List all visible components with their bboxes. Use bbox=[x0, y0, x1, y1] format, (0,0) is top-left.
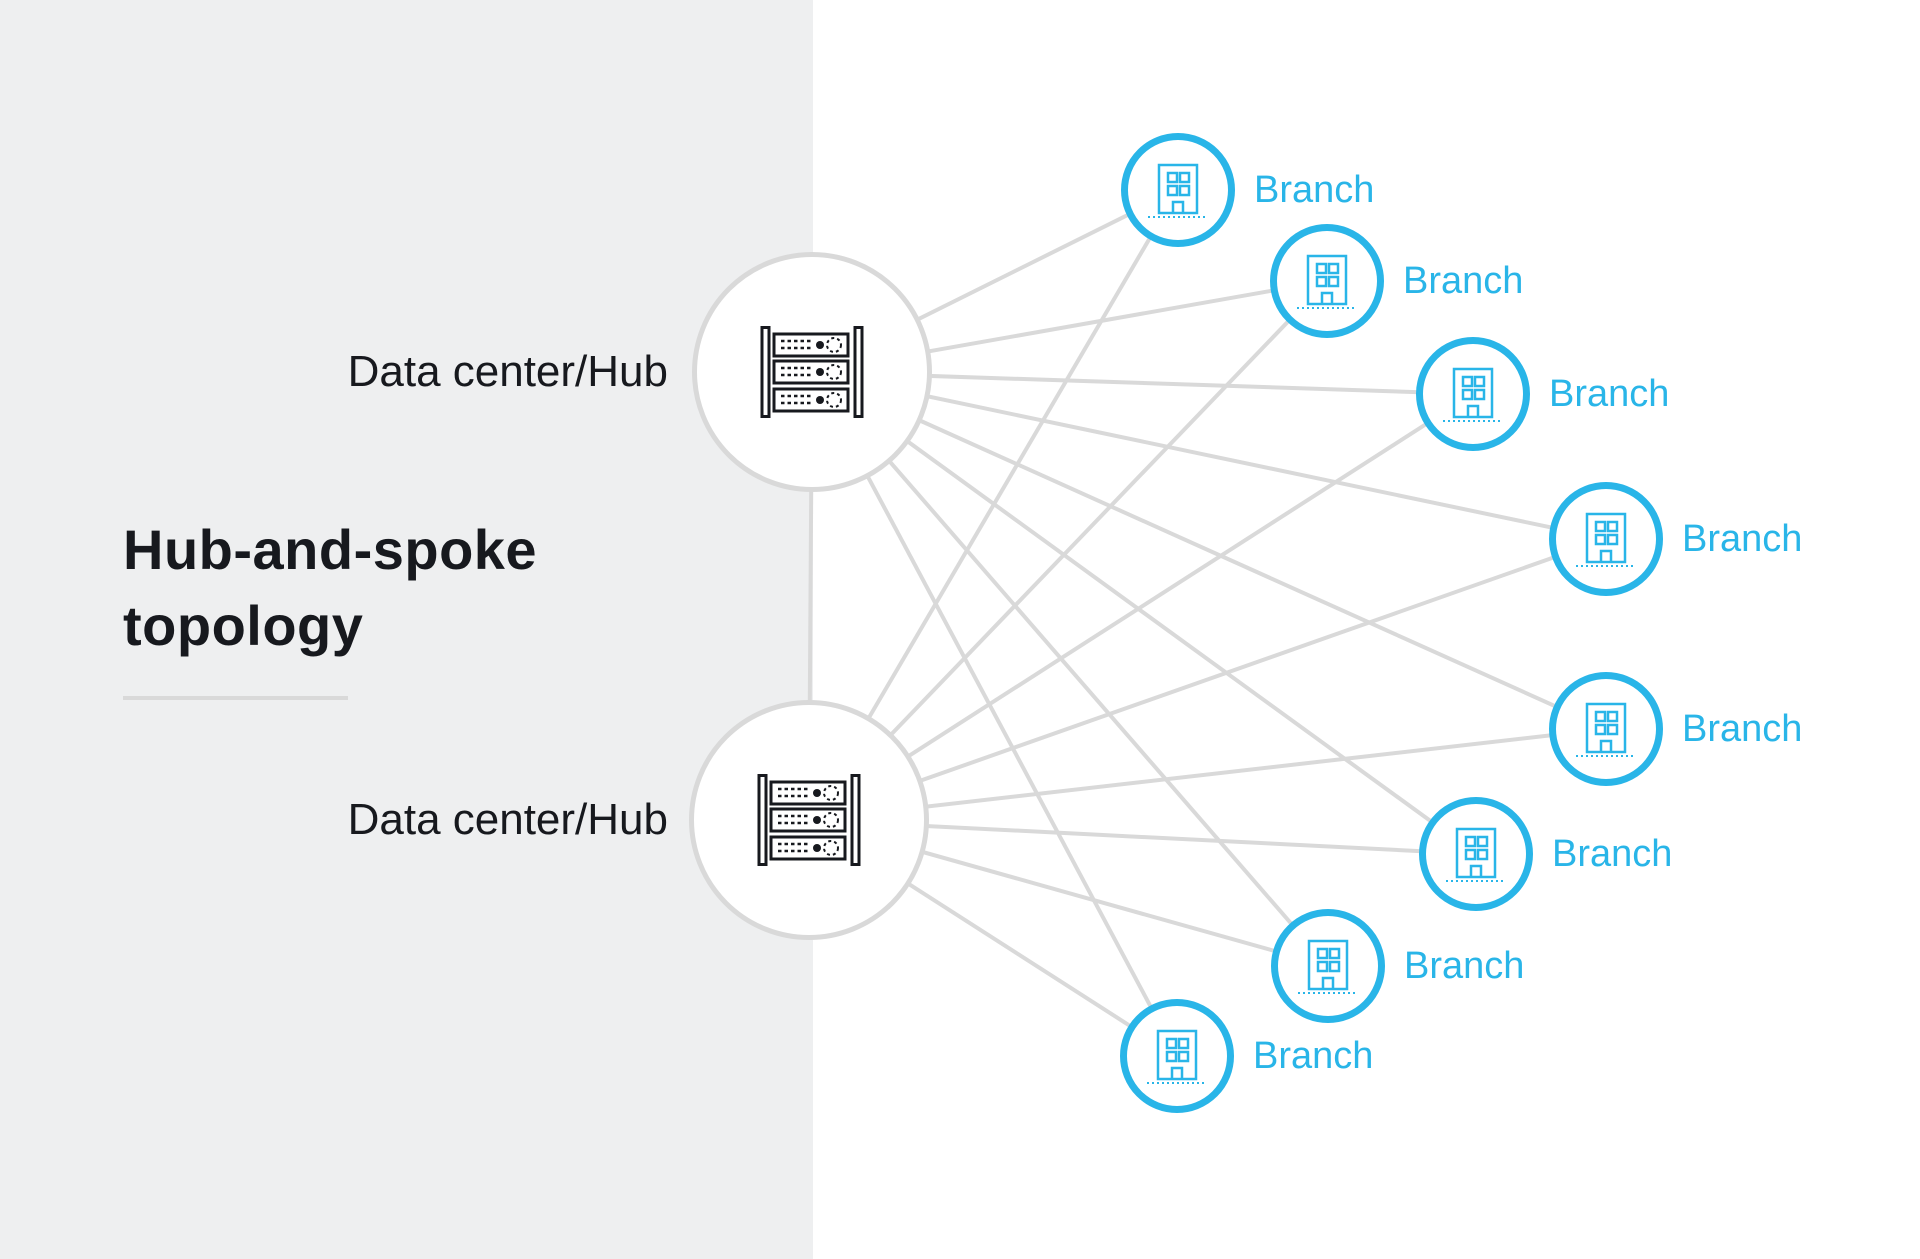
title-divider bbox=[123, 696, 348, 700]
branch-label: Branch bbox=[1403, 260, 1524, 302]
branch-node bbox=[1416, 337, 1530, 451]
server-rack-icon bbox=[760, 326, 864, 418]
office-building-icon bbox=[1296, 939, 1360, 995]
branch-label: Branch bbox=[1552, 833, 1673, 875]
page-title-line1: Hub-and-spoke bbox=[123, 518, 538, 581]
branch-label: Branch bbox=[1254, 169, 1375, 211]
office-building-icon bbox=[1444, 827, 1508, 883]
page-title-line2: topology bbox=[123, 594, 364, 657]
branch-node bbox=[1271, 909, 1385, 1023]
branch-node bbox=[1120, 999, 1234, 1113]
office-building-icon bbox=[1146, 163, 1210, 219]
hub-node bbox=[692, 252, 932, 492]
link-line bbox=[808, 537, 1607, 822]
office-building-icon bbox=[1574, 512, 1638, 568]
branch-label: Branch bbox=[1549, 373, 1670, 415]
hub-label: Data center/Hub bbox=[347, 795, 668, 844]
hub-node bbox=[689, 700, 929, 940]
page-title: Hub-and-spoke topology bbox=[123, 512, 537, 664]
office-building-icon bbox=[1441, 367, 1505, 423]
office-building-icon bbox=[1574, 702, 1638, 758]
server-rack-icon bbox=[757, 774, 861, 866]
office-building-icon bbox=[1295, 254, 1359, 310]
branch-label: Branch bbox=[1682, 708, 1803, 750]
left-panel bbox=[0, 0, 813, 1259]
branch-node bbox=[1549, 672, 1663, 786]
branch-label: Branch bbox=[1253, 1035, 1374, 1077]
branch-node bbox=[1549, 482, 1663, 596]
hub-label: Data center/Hub bbox=[347, 347, 668, 396]
branch-node bbox=[1419, 797, 1533, 911]
branch-label: Branch bbox=[1404, 945, 1525, 987]
branch-node bbox=[1270, 224, 1384, 338]
office-building-icon bbox=[1145, 1029, 1209, 1085]
branch-label: Branch bbox=[1682, 518, 1803, 560]
branch-node bbox=[1121, 133, 1235, 247]
